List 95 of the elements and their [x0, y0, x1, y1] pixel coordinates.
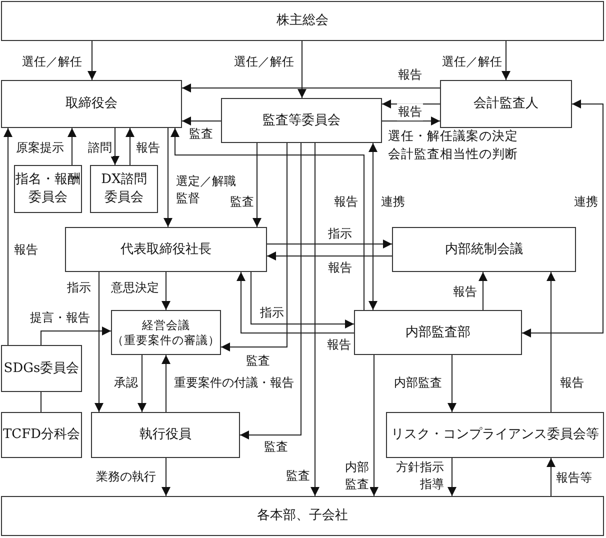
arrow — [170, 128, 364, 310]
edge-label: 選任／解任 — [441, 54, 503, 70]
arrow — [162, 354, 170, 412]
org-box — [1, 496, 604, 536]
edge-label: 原案提示 — [15, 140, 65, 156]
arrow — [266, 240, 392, 248]
arrow — [448, 354, 456, 412]
org-box — [392, 227, 576, 272]
box-label: 株主総会 — [276, 12, 328, 30]
edge-label: 報告 — [327, 260, 353, 276]
box-label: 各本部、子会社 — [257, 507, 348, 525]
edge-label: 報告 — [397, 104, 423, 120]
edge-label: 重要案件の付議・報告 — [173, 374, 295, 392]
arrow — [370, 354, 378, 496]
org-box — [386, 412, 604, 458]
org-box — [221, 98, 382, 143]
arrow — [94, 272, 104, 412]
edge-label: 指示 — [327, 226, 353, 242]
arrow — [164, 128, 172, 228]
edge-label: 内部監査 — [393, 374, 443, 392]
arrow — [298, 40, 306, 98]
edge-label: 報告等 — [555, 470, 593, 486]
arrow — [162, 272, 170, 310]
edge-label: 報告 — [13, 242, 39, 258]
arrow — [252, 142, 262, 228]
org-box — [1, 412, 82, 458]
arrow — [502, 40, 510, 80]
note-text: 選任・解任議案の決定 — [388, 127, 518, 144]
org-box — [90, 165, 158, 213]
org-box — [440, 80, 572, 128]
edge-label: 連携 — [380, 194, 406, 210]
arrow — [546, 458, 556, 496]
edge-label: 指示 — [66, 280, 92, 296]
arrow — [448, 458, 456, 496]
box-label: 経営会議 — [142, 318, 190, 332]
arrow — [138, 354, 146, 412]
box-label: 取締役会 — [66, 95, 118, 113]
arrow — [310, 142, 320, 496]
edge-label: 諮問 — [87, 140, 113, 156]
edge-label: 選任／解任 — [233, 54, 295, 70]
arrow — [4, 128, 12, 346]
arrow — [68, 128, 76, 166]
org-box — [1, 80, 182, 128]
arrow — [478, 272, 488, 310]
box-label: TCFD分科会 — [2, 426, 80, 444]
note-text: 会計監査相当性の判断 — [388, 145, 518, 162]
edge-label: 報告 — [452, 284, 478, 300]
org-box — [91, 412, 240, 458]
org-box — [1, 1, 604, 41]
arrow — [40, 326, 112, 346]
arrow — [250, 272, 354, 328]
box-label: 内部監査部 — [406, 324, 470, 342]
arrow — [182, 84, 440, 92]
arrow — [88, 40, 96, 80]
arrow — [236, 272, 354, 334]
box-label: 会計監査人 — [474, 95, 538, 113]
edge-label: 報告 — [326, 336, 352, 354]
box-label: （重要案件の審議） — [112, 332, 220, 347]
arrow — [240, 142, 302, 440]
arrow — [162, 458, 170, 496]
org-box — [65, 227, 267, 272]
box-label: 監査等委員会 — [262, 112, 340, 130]
edge-label: 報告 — [397, 66, 423, 84]
box-label: リスク・コンプライアンス委員会等 — [391, 426, 599, 444]
edge-label: 報告 — [135, 140, 161, 156]
arrow — [546, 272, 556, 412]
org-box — [1, 345, 82, 392]
edge-label: 承認 — [113, 374, 139, 392]
box-label: DX諮問委員会 — [100, 171, 148, 207]
edge-label: 指示 — [259, 304, 285, 322]
arrow — [266, 252, 392, 260]
connector-line — [40, 392, 42, 412]
arrow — [382, 116, 440, 126]
edge-label: 業務の執行 — [95, 468, 157, 486]
org-box — [14, 165, 82, 213]
box-label: 内部統制会議 — [445, 240, 523, 258]
box-label: 執行役員 — [140, 426, 192, 444]
edge-label: 報告 — [333, 194, 359, 210]
arrow — [182, 116, 222, 126]
edge-label: 報告 — [559, 374, 585, 392]
edge-label: 連携 — [573, 194, 599, 210]
arrow — [368, 142, 378, 310]
arrow — [126, 128, 134, 166]
edge-label: 方針指示指導 — [395, 459, 445, 493]
edge-label: 提言・報告 — [29, 310, 91, 326]
arrow — [220, 142, 288, 352]
edge-label: 意思決定 — [110, 280, 160, 296]
box-label: 代表取締役社長 — [120, 240, 212, 258]
arrow — [110, 128, 120, 166]
box-label: SDGs委員会 — [4, 360, 80, 378]
box-label: 指名・報酬委員会 — [15, 171, 81, 207]
org-box — [354, 310, 522, 355]
org-box — [111, 310, 221, 355]
arrow — [522, 100, 604, 338]
edge-label: 選任／解任 — [21, 54, 83, 70]
